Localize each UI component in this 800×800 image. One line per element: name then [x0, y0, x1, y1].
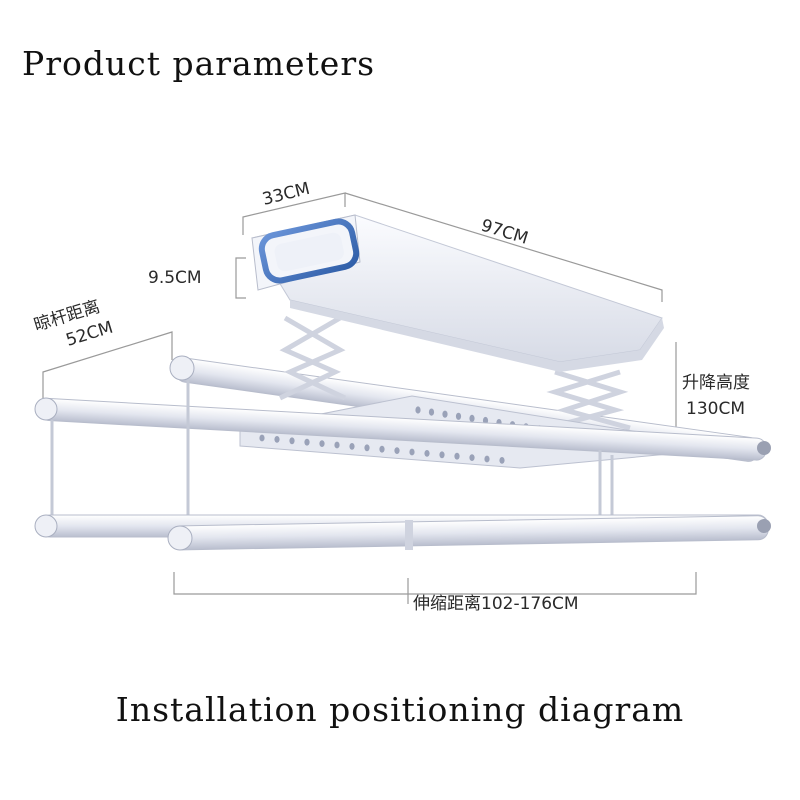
depth-dimension-line — [242, 192, 346, 235]
hanger-hole — [424, 450, 430, 457]
hanger-hole — [455, 412, 462, 420]
control-panel-icon — [258, 218, 360, 284]
vertical-straps — [50, 380, 614, 535]
page-title: Product parameters — [22, 44, 376, 83]
length-dimension-line — [344, 192, 663, 302]
hanger-hole — [484, 455, 490, 463]
telescopic-range-label: 伸缩距离102-176CM — [413, 594, 579, 614]
hanger-hole — [394, 447, 400, 454]
hanger-hole — [274, 436, 280, 443]
hanger-hole — [499, 457, 505, 464]
dimension-lines — [42, 192, 697, 604]
height-label: 9.5CM — [148, 268, 202, 288]
hanger-hole — [428, 408, 435, 416]
hanger-hole — [469, 454, 475, 461]
height-dimension-line — [235, 257, 246, 299]
lower-rods — [34, 514, 771, 551]
hanger-hole — [259, 434, 265, 442]
rod-spacing-dimension-line — [42, 331, 173, 398]
hanger-hole — [289, 437, 295, 445]
hanger-hole — [364, 444, 370, 452]
length-label: 97CM — [479, 216, 531, 249]
hanger-hole — [304, 438, 310, 446]
hanger-hole — [469, 414, 475, 422]
lift-height-label: 升降高度 — [682, 373, 750, 393]
hanger-hole — [409, 448, 415, 456]
hanger-hole — [439, 451, 445, 459]
hanger-hole — [415, 406, 421, 414]
front-upper-rod — [34, 397, 771, 461]
lift-height-value: 130CM — [686, 399, 745, 419]
hanger-hole — [334, 441, 340, 449]
depth-label: 33CM — [260, 179, 312, 210]
hanger-hole — [442, 410, 448, 418]
diagram-caption: Installation positioning diagram — [115, 690, 685, 729]
hanger-hole — [349, 443, 355, 450]
hanger-hole — [454, 452, 460, 460]
hanger-hole — [482, 416, 489, 425]
hanger-hole — [379, 445, 385, 453]
telescopic-dimension-line — [173, 572, 697, 604]
scissor-arms — [278, 315, 631, 431]
motor-housing — [251, 214, 664, 372]
hanger-hole — [319, 440, 325, 447]
